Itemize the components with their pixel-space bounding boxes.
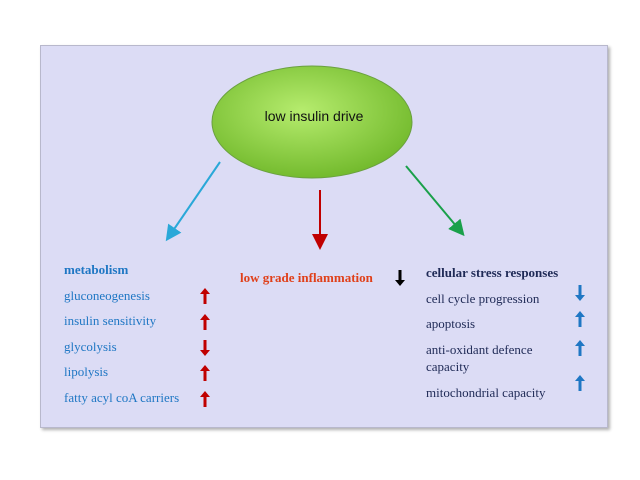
- stress-item-antioxidant: anti-oxidant defence: [426, 342, 533, 357]
- up-arrow-icon: [200, 288, 210, 304]
- up-arrow-icon: [200, 314, 210, 330]
- up-arrow-icon: [575, 311, 585, 327]
- metabolism-item-gluconeogenesis: gluconeogenesis: [64, 288, 150, 303]
- metabolism-heading: metabolism: [64, 262, 129, 277]
- metabolism-item-insulin-sensitivity: insulin sensitivity: [64, 313, 157, 328]
- stress-item-mitochondrial: mitochondrial capacity: [426, 385, 546, 400]
- inflammation-heading: low grade inflammation: [240, 270, 373, 285]
- down-arrow-icon: [575, 285, 585, 301]
- metabolism-item-glycolysis: glycolysis: [64, 339, 117, 354]
- stress-heading: cellular stress responses: [426, 265, 559, 280]
- up-arrow-icon: [200, 365, 210, 381]
- center-label: low insulin drive: [264, 108, 364, 124]
- down-arrow-icon: [200, 340, 210, 356]
- stress-item-apoptosis: apoptosis: [426, 316, 476, 331]
- stress-item-antioxidant-line2: capacity: [426, 359, 470, 374]
- down-arrow-icon: [395, 270, 405, 286]
- metabolism-item-lipolysis: lipolysis: [64, 364, 109, 379]
- arrow-to-metabolism: [165, 161, 221, 242]
- center-oval: [211, 65, 413, 179]
- metabolism-item-fatty-acyl: fatty acyl coA carriers: [64, 390, 180, 405]
- up-arrow-icon: [200, 391, 210, 407]
- arrow-to-stress: [405, 165, 465, 237]
- up-arrow-icon: [575, 375, 585, 391]
- up-arrow-icon: [575, 340, 585, 356]
- stress-item-cell-cycle: cell cycle progression: [426, 291, 540, 306]
